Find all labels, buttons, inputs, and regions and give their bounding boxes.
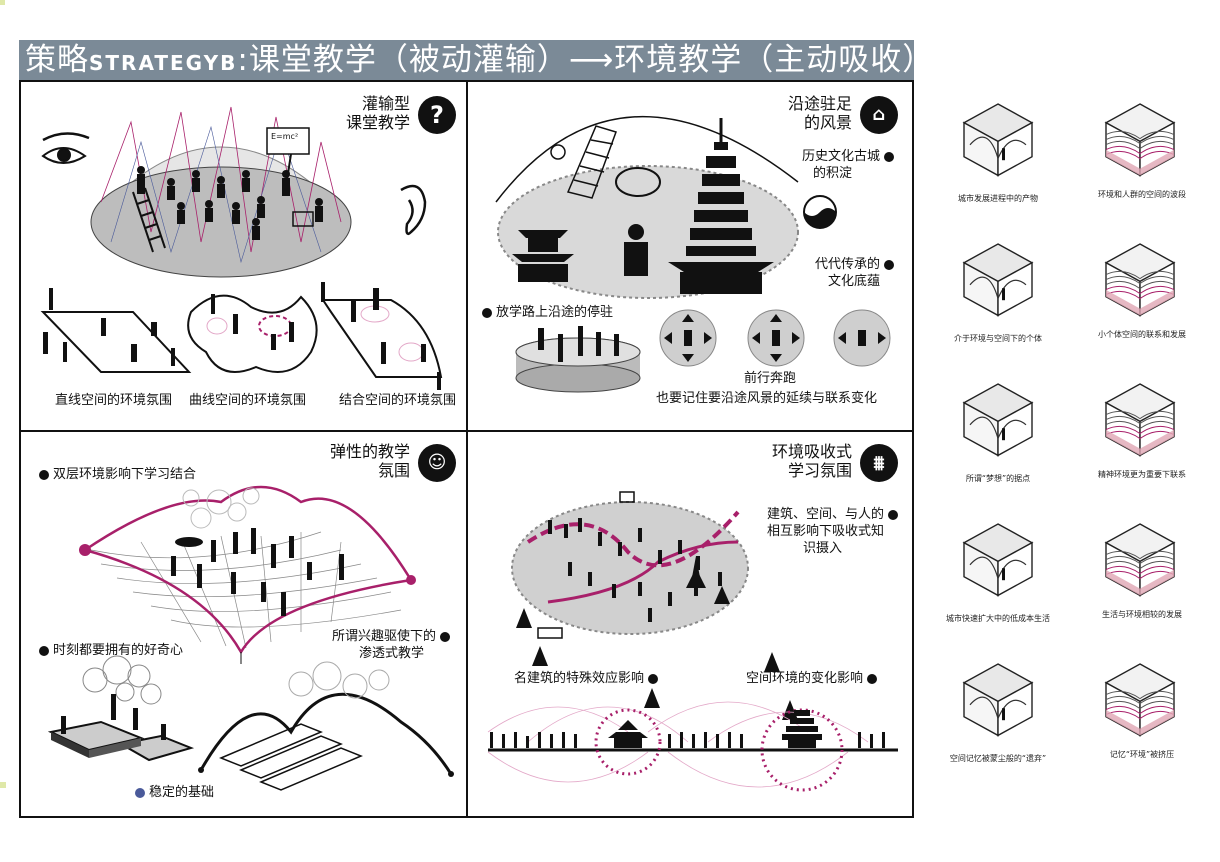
- label-heritage: 代代传承的 文化底蕴: [815, 256, 898, 290]
- eye-icon: [41, 132, 90, 164]
- accent-curve-bottom: [84, 548, 412, 655]
- label-route: 放学路上沿途的停驻: [478, 304, 613, 321]
- bench-frames: [219, 723, 363, 791]
- environment-ellipse: [511, 501, 749, 635]
- title-part-3: 环境教学（主动吸收）: [614, 42, 914, 78]
- straight-space: [40, 311, 192, 373]
- label-interest: 所谓兴趣驱使下的 渗透式教学: [332, 628, 454, 662]
- classroom-illustration: [40, 106, 443, 390]
- path-accent-2: [547, 540, 739, 604]
- students-figures: [137, 166, 323, 240]
- cube-right-0: [1104, 103, 1176, 177]
- cube-caption-left: 城市快速扩大中的低成本生活: [946, 614, 1050, 623]
- cube-caption-right: 精神环境更为重要下联系: [1098, 470, 1186, 479]
- label-space-change: 空间环境的变化影响: [746, 670, 881, 687]
- landmark-circle-2: [760, 708, 844, 792]
- cube-left-3: [962, 523, 1034, 597]
- pagoda-shape: [668, 118, 774, 294]
- label-curiosity: 时刻都要拥有的好奇心: [35, 642, 183, 659]
- title-part-1: 策略: [25, 42, 89, 78]
- label-remember: 也要记住要沿途风景的延续与联系变化: [656, 391, 878, 406]
- ladder-shape: [132, 187, 166, 253]
- cube-left-4: [962, 663, 1034, 737]
- title-part-2: :课堂教学（被动灌输）: [237, 42, 569, 78]
- corner-mark-bottom: [0, 782, 6, 788]
- combined-space: [321, 299, 443, 378]
- base-platforms: [47, 720, 195, 762]
- title-arrow: ⟶: [568, 42, 615, 78]
- page-title: 策略STRATEGYB:课堂教学（被动灌输）⟶环境教学（主动吸收）: [19, 40, 914, 80]
- skyline-figures: [490, 710, 885, 748]
- panel-heading: 灌输型 课堂教学: [345, 94, 410, 132]
- connection-lines: [100, 106, 342, 253]
- label-interaction: 建筑、空间、与人的 相互影响下吸收式知 识摄入: [767, 506, 902, 557]
- cube-caption-left: 城市发展进程中的产物: [958, 194, 1038, 203]
- route-figures: [538, 326, 619, 362]
- absorb-figures: [548, 518, 722, 622]
- cube-caption-right: 环境和人群的空间的波段: [1098, 190, 1186, 199]
- label-double-environment: 双层环境影响下学习结合: [35, 466, 196, 483]
- flex-figures: [171, 528, 344, 616]
- cube-right-3: [1104, 523, 1176, 597]
- label-history: 历史文化古城 的积淀: [802, 148, 898, 182]
- cube-caption-left: 所谓“梦想”的据点: [965, 474, 1031, 483]
- landmark-circle-1: [594, 708, 662, 776]
- corner-mark: [0, 0, 5, 5]
- board-formula: E=mc²: [271, 132, 299, 141]
- panel-classroom-teaching: 灌输型 课堂教学 ? E=mc² 直线空间的环境氛围 曲线空间的环境氛围 结合空…: [19, 80, 468, 432]
- caption-straight-space: 直线空间的环境氛围: [55, 393, 173, 408]
- blackboard: [266, 127, 310, 155]
- group-icon: ☺: [418, 444, 456, 482]
- panel-heading: 沿途驻足 的风景: [787, 94, 852, 132]
- cube-right-2: [1104, 383, 1176, 457]
- space-figures: [43, 282, 441, 390]
- caption-curved-space: 曲线空间的环境氛围: [189, 393, 307, 408]
- label-landmark: 名建筑的特殊效应影响: [514, 670, 662, 687]
- question-mark-icon: ?: [418, 96, 456, 134]
- pagoda-icon: ⩩: [860, 444, 898, 482]
- influence-arcs: [487, 701, 869, 788]
- absorptive-illustration: [487, 491, 898, 792]
- sun-icon: [550, 144, 566, 160]
- flexible-illustration: [47, 485, 454, 791]
- temple-icon: ⌂: [860, 96, 898, 134]
- ear-icon: [400, 184, 427, 235]
- cube-caption-right: 生活与环境相较的发展: [1102, 610, 1182, 619]
- cube-caption-left: 介于环境与空间下的个体: [954, 334, 1042, 343]
- panel-heading: 环境吸收式 学习氛围: [771, 442, 852, 480]
- bubble-cluster-2: [82, 655, 162, 705]
- accent-curve-top: [84, 485, 413, 581]
- cube-left-2: [962, 383, 1034, 457]
- panel-scenery-along-route: 沿途驻足 的风景 ⌂ 历史文化古城 的积淀 代代传承的 文化底蕴 放学路上沿途的…: [466, 80, 914, 432]
- leaning-tower: [566, 125, 617, 199]
- warrior-figure: [624, 224, 648, 276]
- cube-diagrams: [962, 103, 1176, 737]
- scenery-illustration: [495, 116, 891, 393]
- label-base: 稳定的基础: [131, 784, 214, 801]
- cube-caption-right: 记忆“环境”被挤压: [1109, 750, 1175, 759]
- curved-space: [187, 294, 318, 373]
- strategy-label: STRATEGYB: [89, 51, 238, 75]
- bubble-cluster: [182, 487, 260, 529]
- panel-absorptive-learning: 环境吸收式 学习氛围 ⩩ 建筑、空间、与人的 相互影响下吸收式知 识摄入 名建筑…: [466, 430, 914, 818]
- cube-left-1: [962, 243, 1034, 317]
- cube-right-1: [1104, 243, 1176, 317]
- tent-structure: [199, 692, 453, 775]
- panel-grid: 灌输型 课堂教学 ? E=mc² 直线空间的环境氛围 曲线空间的环境氛围 结合空…: [19, 80, 914, 818]
- panel-heading: 弹性的教学 氛围: [329, 442, 410, 480]
- direction-circles: [659, 309, 891, 367]
- caption-combined-space: 结合空间的环境氛围: [339, 393, 457, 408]
- side-cube-column: 城市发展进程中的产物 环境和人群的空间的波段介于环境与空间下的个体 小个体空间的联系…: [940, 90, 1210, 790]
- cube-right-4: [1104, 663, 1176, 737]
- panel-flexible-teaching: 弹性的教学 氛围 ☺ 双层环境影响下学习结合 时刻都要拥有的好奇心 所谓兴趣驱使…: [19, 430, 468, 818]
- cube-left-0: [962, 103, 1034, 177]
- label-run: 前行奔跑: [744, 371, 797, 386]
- temple-shape: [512, 230, 574, 282]
- cube-caption-left: 空间记忆被蒙尘般的“遗弃”: [949, 754, 1047, 763]
- cube-caption-right: 小个体空间的联系和发展: [1098, 330, 1186, 339]
